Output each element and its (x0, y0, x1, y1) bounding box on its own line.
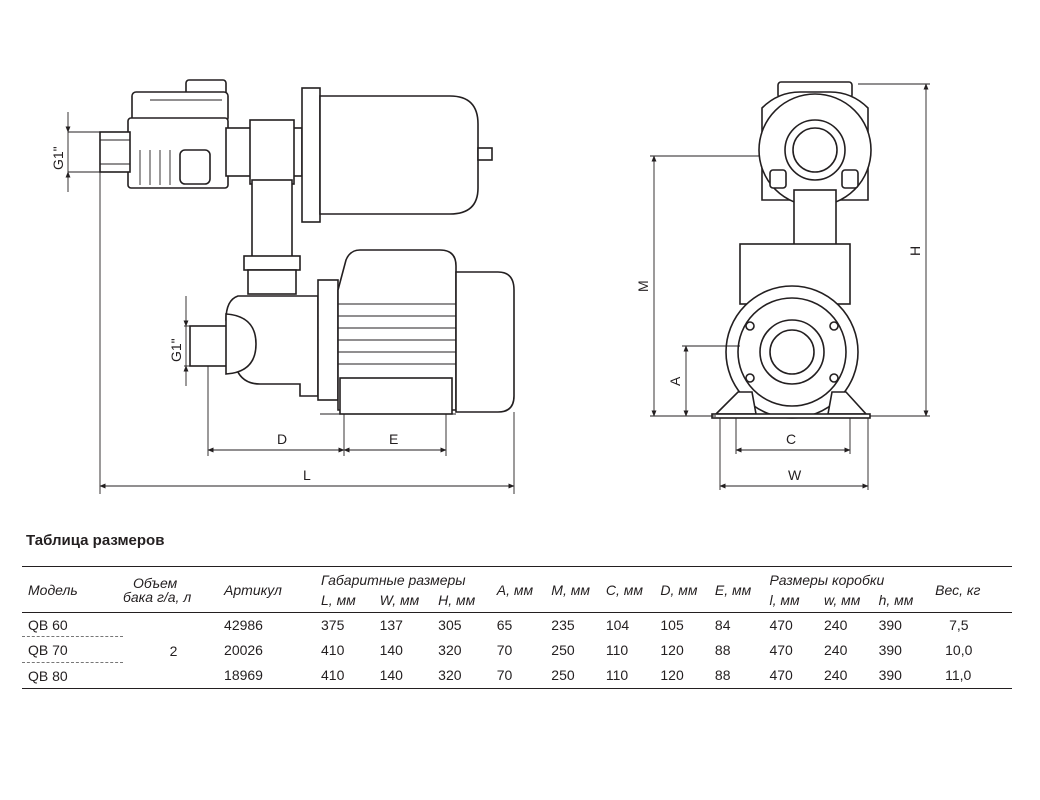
label-outlet-thread: G1" (168, 338, 184, 362)
cell-A: 70 (496, 662, 552, 689)
dimensions-table: Модель Объем бака г/а, л Артикул Габарит… (22, 566, 1012, 689)
table-row: QB 70 20026 410 140 320 70 250 110 120 8… (22, 636, 1012, 663)
header-A: A, мм (496, 566, 552, 613)
label-A: A (667, 376, 683, 386)
header-H: H, мм (438, 588, 497, 613)
cell-l: 470 (769, 641, 793, 658)
header-L: L, мм (321, 588, 380, 613)
cell-l: 470 (769, 662, 825, 689)
cell-M: 250 (551, 641, 575, 658)
label-E: E (389, 431, 398, 447)
label-M: M (635, 280, 651, 292)
header-weight: Вес, кг (935, 566, 1012, 613)
label-C: C (786, 431, 796, 447)
cell-D: 105 (660, 616, 684, 633)
cell-tank-volume: 2 (123, 612, 225, 689)
label-D: D (277, 431, 287, 447)
cell-h: 390 (878, 641, 902, 658)
cell-C: 110 (605, 641, 629, 658)
cell-w: 240 (824, 641, 848, 658)
cell-l: 470 (769, 616, 793, 633)
header-E: E, мм (714, 566, 770, 613)
header-C: C, мм (605, 566, 661, 613)
header-tank-line1: Объем (133, 574, 178, 591)
cell-model: QB 80 (22, 662, 124, 689)
cell-h: 390 (878, 662, 936, 689)
header-D: D, мм (660, 566, 715, 613)
cell-A: 70 (496, 641, 513, 658)
table-title: Таблица размеров (26, 532, 165, 549)
header-article: Артикул (224, 566, 321, 613)
cell-W: 137 (379, 616, 403, 633)
header-overall: Габаритные размеры (321, 566, 497, 589)
cell-E: 84 (714, 616, 731, 633)
header-h: h, мм (878, 588, 936, 613)
label-L: L (303, 467, 311, 483)
cell-D: 120 (660, 662, 715, 689)
cell-L: 410 (321, 641, 345, 658)
cell-article: 42986 (224, 616, 263, 633)
label-W: W (788, 467, 802, 483)
header-model: Модель (22, 566, 124, 613)
front-view: M A H C W (635, 81, 930, 490)
cell-L: 410 (321, 662, 380, 689)
cell-h: 390 (878, 616, 902, 633)
cell-H: 320 (438, 662, 497, 689)
cell-M: 250 (551, 662, 606, 689)
label-H: H (907, 246, 923, 256)
cell-W: 140 (379, 662, 439, 689)
label-inlet-thread: G1" (50, 146, 66, 170)
cell-H: 320 (438, 641, 462, 658)
cell-H: 305 (438, 616, 462, 633)
cell-model: QB 70 (22, 636, 124, 663)
cell-weight: 7,5 (949, 616, 969, 633)
cell-w: 240 (824, 662, 879, 689)
cell-w: 240 (824, 616, 848, 633)
table-row: QB 80 18969 410 140 320 70 250 110 120 8… (22, 662, 1012, 689)
header-l: l, мм (769, 588, 825, 613)
cell-E: 88 (714, 641, 731, 658)
cell-D: 120 (660, 641, 684, 658)
cell-weight: 11,0 (935, 662, 1012, 689)
cell-A: 65 (496, 616, 513, 633)
header-w: w, мм (824, 588, 879, 613)
header-box: Размеры коробки (769, 566, 936, 589)
cell-article: 20026 (224, 641, 263, 658)
pump-dimension-drawing: G1" G1" D E L (50, 79, 930, 494)
header-tank-volume: Объем бака г/а, л (123, 566, 225, 613)
table-row: QB 60 2 42986 375 137 305 65 235 104 105… (22, 612, 1012, 689)
cell-model: QB 60 (22, 612, 124, 637)
cell-article: 18969 (224, 662, 321, 689)
side-view: G1" G1" D E L (50, 79, 515, 494)
header-W: W, мм (379, 588, 439, 613)
cell-C: 110 (605, 662, 661, 689)
cell-M: 235 (551, 616, 575, 633)
cell-weight: 10,0 (945, 641, 973, 658)
header-M: M, мм (551, 566, 606, 613)
cell-C: 104 (605, 616, 630, 633)
header-tank-line2: бака г/а, л (123, 588, 192, 605)
cell-W: 140 (379, 641, 403, 658)
cell-L: 375 (321, 616, 345, 633)
cell-E: 88 (714, 662, 770, 689)
